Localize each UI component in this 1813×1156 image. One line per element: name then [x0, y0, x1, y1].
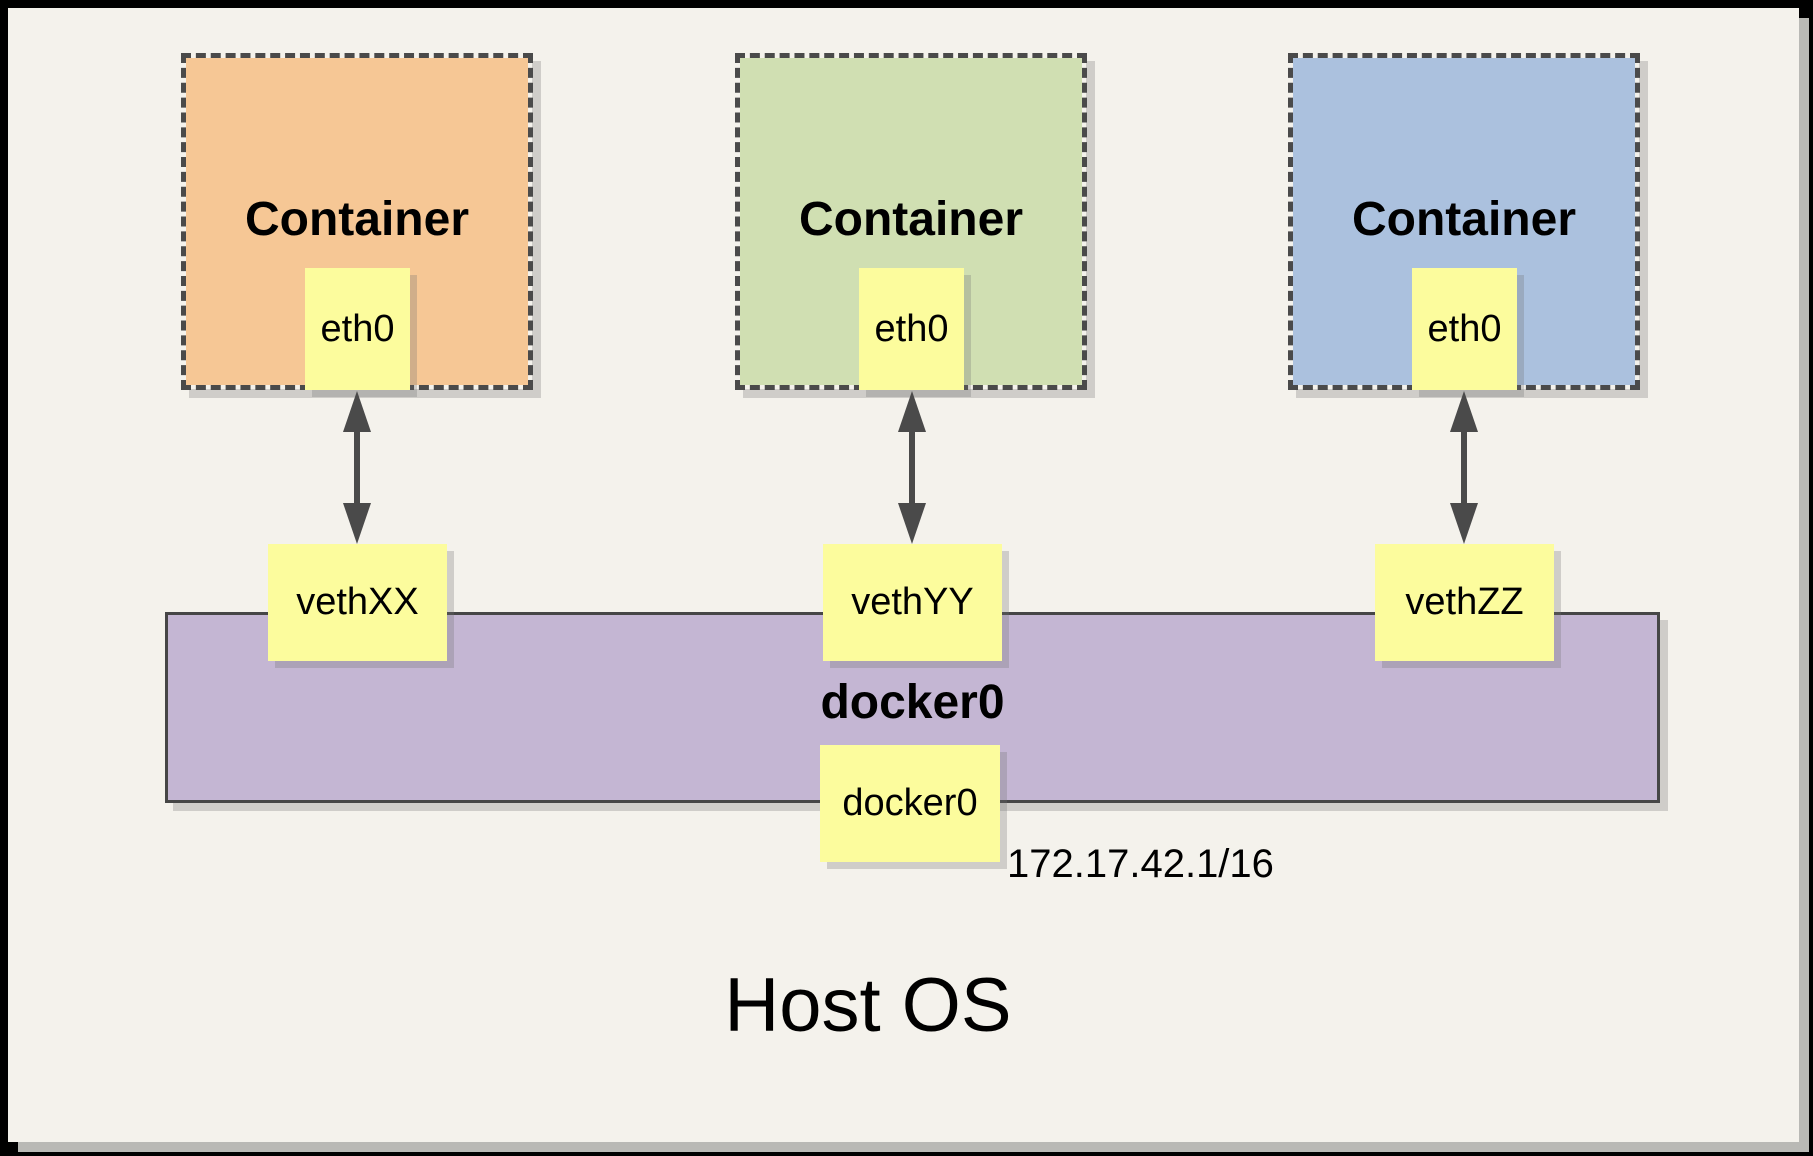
veth-label-2: vethYY [851, 581, 974, 623]
container-title-1: Container [244, 193, 469, 246]
container-box-2: Container eth0 [735, 53, 1087, 390]
docker0-ip-address: 172.17.42.1/16 [1007, 842, 1274, 886]
docker0-interface-label: docker0 [842, 782, 978, 824]
container-title-3: Container [1351, 193, 1576, 246]
bidirectional-arrow-icon-2 [897, 390, 927, 545]
veth-interface-box-3: vethZZ [1375, 544, 1554, 661]
diagram-page: Container eth0 Container eth0 Container … [8, 8, 1799, 1142]
bidirectional-arrow-icon-1 [342, 390, 372, 545]
host-os-title: Host OS [724, 963, 1012, 1048]
container-box-1: Container eth0 [181, 53, 533, 390]
eth0-label-3: eth0 [1427, 307, 1502, 350]
container-title-2: Container [798, 193, 1023, 246]
eth0-label-2: eth0 [874, 307, 949, 350]
veth-label-3: vethZZ [1405, 581, 1524, 623]
veth-interface-box-1: vethXX [268, 544, 447, 661]
docker0-bridge-title: docker0 [820, 676, 1005, 729]
eth0-interface-box-2: eth0 [859, 268, 964, 390]
veth-interface-box-2: vethYY [823, 544, 1002, 661]
veth-label-1: vethXX [296, 581, 419, 623]
docker0-interface-box: docker0 [820, 745, 1000, 862]
bidirectional-arrow-icon-3 [1449, 390, 1479, 545]
eth0-interface-box-3: eth0 [1412, 268, 1517, 390]
eth0-label-1: eth0 [320, 307, 395, 350]
eth0-interface-box-1: eth0 [305, 268, 410, 390]
container-box-3: Container eth0 [1288, 53, 1640, 390]
